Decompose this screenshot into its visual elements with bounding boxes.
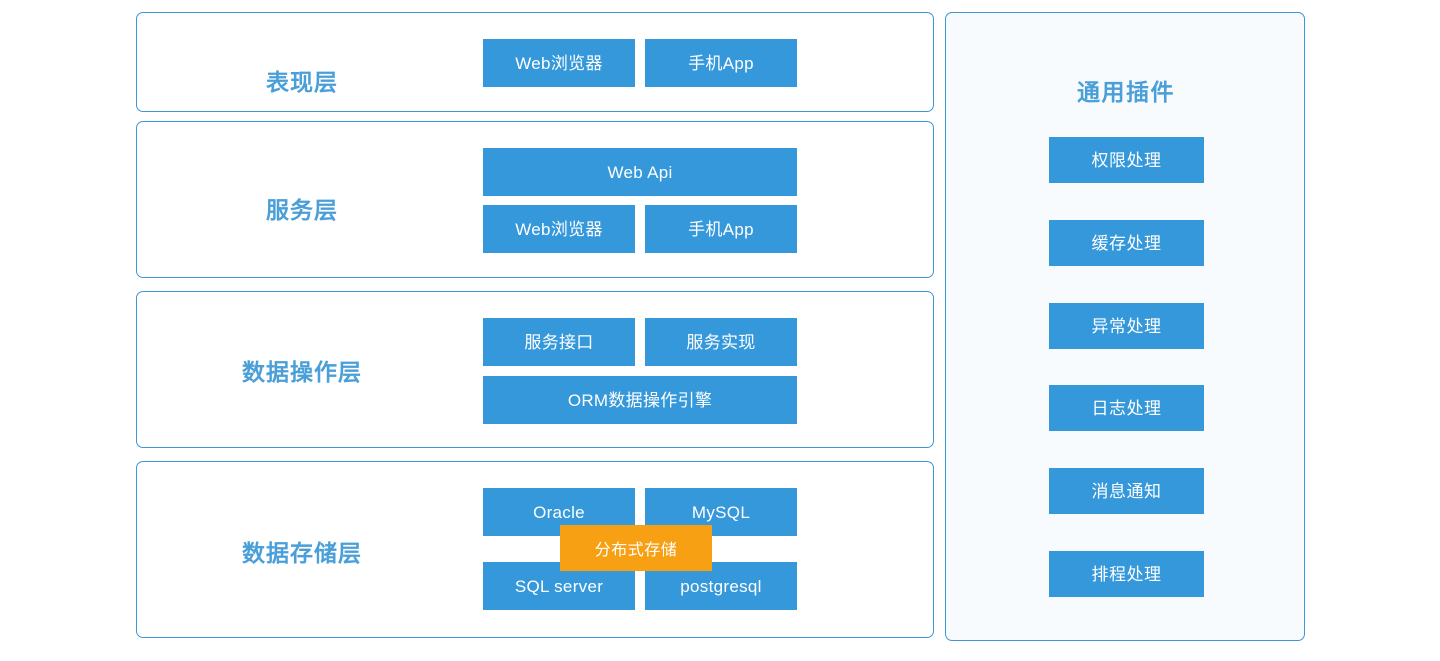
node-distributed-storage[interactable]: 分布式存储 bbox=[560, 525, 712, 571]
node-sql-server[interactable]: SQL server bbox=[483, 562, 635, 610]
layer-label-presentation: 表现层 bbox=[266, 69, 338, 95]
layer-panel-service: 服务层 Web Api Web浏览器 手机App bbox=[136, 121, 934, 278]
layer-label-service: 服务层 bbox=[266, 197, 338, 223]
layer-panel-data-operation: 数据操作层 服务接口 服务实现 ORM数据操作引擎 bbox=[136, 291, 934, 448]
node-oracle[interactable]: Oracle bbox=[483, 488, 635, 536]
node-web-browser-presentation[interactable]: Web浏览器 bbox=[483, 39, 635, 87]
plugin-panel-title: 通用插件 bbox=[1077, 79, 1175, 105]
plugin-item-cache[interactable]: 缓存处理 bbox=[1049, 220, 1204, 266]
node-web-api[interactable]: Web Api bbox=[483, 148, 797, 196]
node-mobile-app-service[interactable]: 手机App bbox=[645, 205, 797, 253]
plugin-item-log[interactable]: 日志处理 bbox=[1049, 385, 1204, 431]
plugin-item-schedule[interactable]: 排程处理 bbox=[1049, 551, 1204, 597]
plugin-item-exception[interactable]: 异常处理 bbox=[1049, 303, 1204, 349]
plugin-item-permission[interactable]: 权限处理 bbox=[1049, 137, 1204, 183]
layer-label-data-operation: 数据操作层 bbox=[242, 359, 362, 385]
layer-panel-presentation: 表现层 Web浏览器 手机App bbox=[136, 12, 934, 112]
node-service-interface[interactable]: 服务接口 bbox=[483, 318, 635, 366]
node-service-implementation[interactable]: 服务实现 bbox=[645, 318, 797, 366]
layer-panel-data-storage: 数据存储层 Oracle MySQL SQL server postgresql… bbox=[136, 461, 934, 638]
node-postgresql[interactable]: postgresql bbox=[645, 562, 797, 610]
node-orm-engine[interactable]: ORM数据操作引擎 bbox=[483, 376, 797, 424]
plugin-item-message-notification[interactable]: 消息通知 bbox=[1049, 468, 1204, 514]
plugin-panel: 通用插件 权限处理 缓存处理 异常处理 日志处理 消息通知 排程处理 bbox=[945, 12, 1305, 641]
node-mobile-app-presentation[interactable]: 手机App bbox=[645, 39, 797, 87]
layer-label-data-storage: 数据存储层 bbox=[242, 540, 362, 566]
node-web-browser-service[interactable]: Web浏览器 bbox=[483, 205, 635, 253]
